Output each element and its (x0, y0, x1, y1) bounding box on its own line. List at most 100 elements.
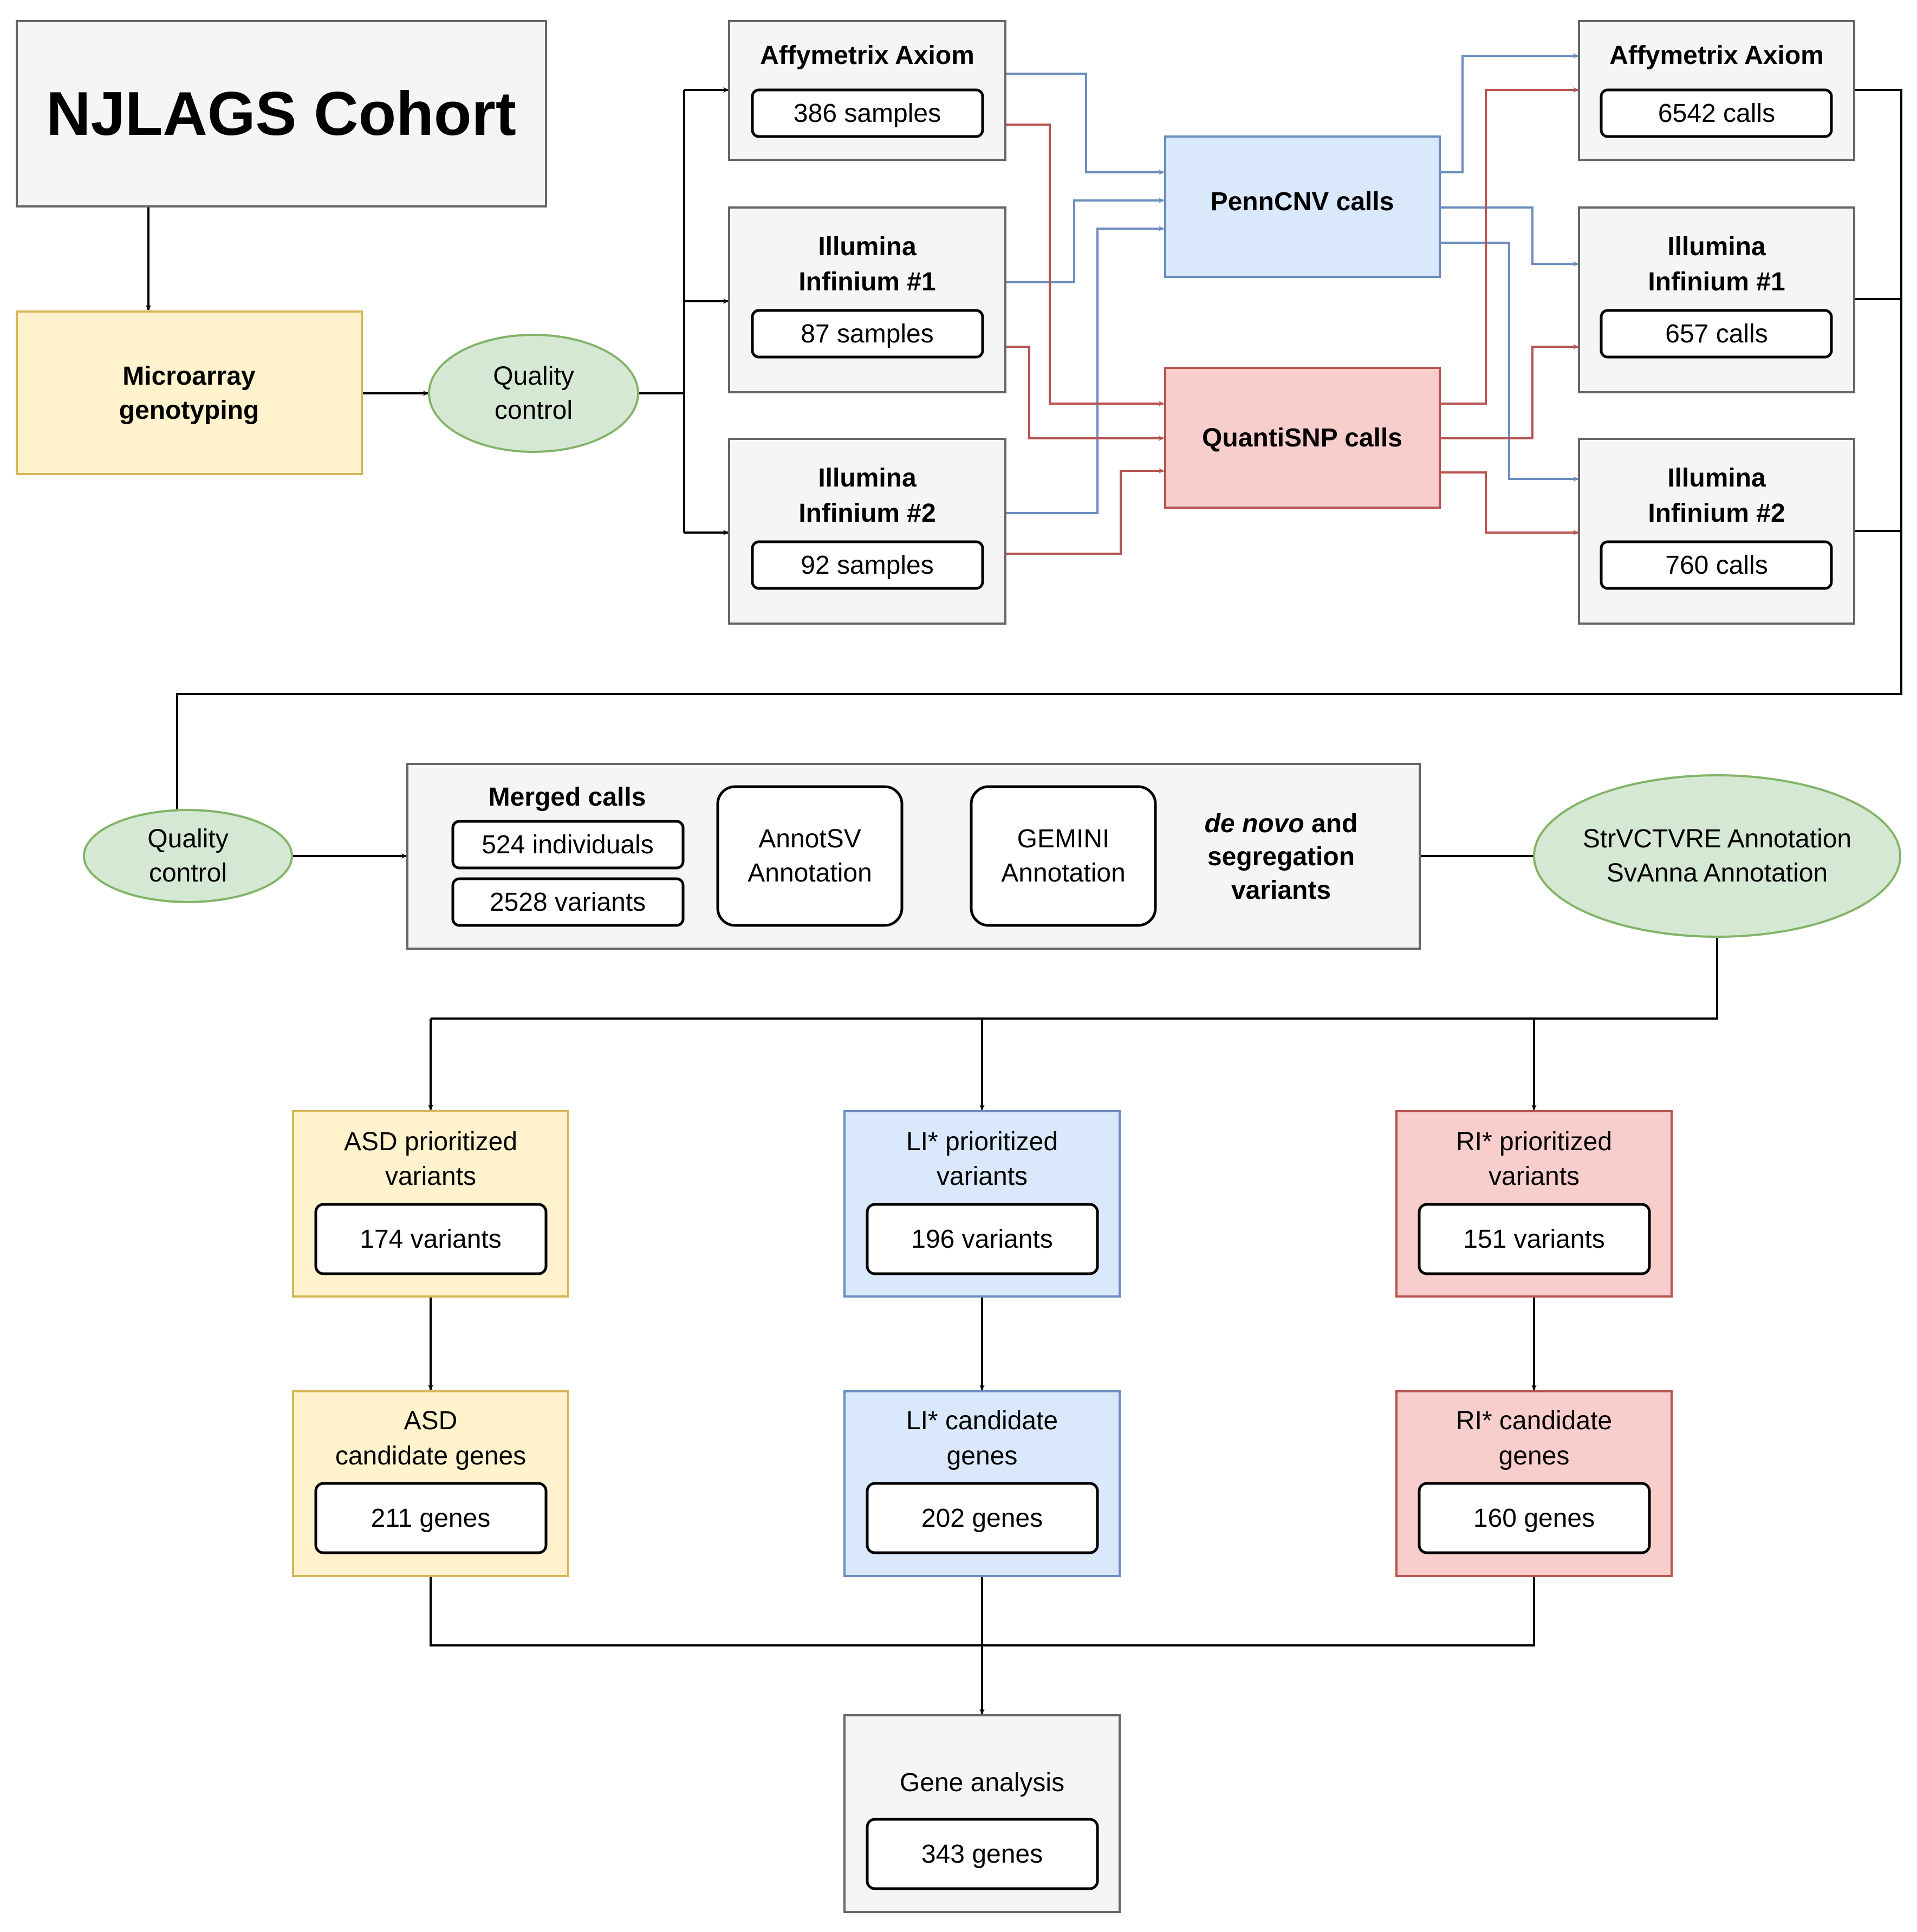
genotyping-box: Microarray genotyping (16, 310, 363, 475)
variants-box (451, 877, 685, 927)
penncnv-label: PennCNV calls (1211, 187, 1394, 216)
gemini-box (970, 785, 1157, 927)
callset-name-line1: Illumina (1667, 232, 1766, 261)
li-prioritized-count: 196 variants (911, 1225, 1053, 1254)
arrow-affy-to-quantisnp (1006, 124, 1164, 406)
platform-samples: 87 samples (801, 320, 933, 348)
strvctvre-shape (1533, 774, 1901, 938)
quality-control-1: Quality control (428, 334, 639, 453)
denovo-line1: de novo and (1205, 809, 1358, 838)
asd-candidates-line2: candidate genes (335, 1442, 526, 1470)
callset-count-box (1600, 88, 1833, 138)
quality-control-2-shape (83, 809, 293, 903)
platform-name: Affymetrix Axiom (760, 41, 974, 70)
cohort-box-shape (16, 20, 547, 208)
strvctvre-line1: StrVCTVRE Annotation (1583, 825, 1851, 853)
platform-count-box (751, 540, 984, 590)
platform-count-box (751, 309, 984, 359)
gene-analysis-title: Gene analysis (900, 1768, 1064, 1797)
quality-control-1-line2: control (495, 396, 573, 425)
arrow-illumina1-to-penncnv (1006, 198, 1164, 283)
ri-candidates-count-box (1418, 1482, 1651, 1554)
ri-prioritized-line2: variants (1489, 1162, 1580, 1191)
cohort-box: NJLAGS Cohort (16, 20, 547, 208)
quantisnp-box-shape (1164, 367, 1441, 509)
platform-count-box (751, 88, 984, 138)
platform-affymetrix: Affymetrix Axiom 386 samples (728, 20, 1006, 161)
ri-prioritized: RI* prioritized variants 151 variants (1395, 1110, 1673, 1298)
gene-analysis: Gene analysis 343 genes (843, 1714, 1121, 1913)
genotyping-line1: Microarray (122, 362, 256, 391)
arrow-quantisnp-to-illumina2-calls (1440, 471, 1578, 535)
penncnv-box-shape (1164, 135, 1441, 278)
li-candidates-line1: LI* candidate (906, 1406, 1058, 1435)
genotyping-line2: genotyping (119, 396, 259, 425)
denovo-line2: segregation (1207, 842, 1355, 871)
denovo-rest: and (1304, 809, 1358, 838)
callset-name-line2: Infinium #2 (1648, 499, 1785, 528)
ri-candidates-count: 160 genes (1473, 1504, 1595, 1533)
li-prioritized-count-box (866, 1203, 1099, 1275)
li-candidates: LI* candidate genes 202 genes (843, 1390, 1121, 1577)
quality-control-2-line2: control (149, 859, 227, 887)
merged-calls-box: Merged calls 524 individuals 2528 varian… (406, 763, 1421, 950)
quality-control-1-line1: Quality (493, 362, 574, 391)
gemini-line2: Annotation (1001, 859, 1126, 887)
asd-candidates-line1: ASD (404, 1406, 458, 1435)
callset-box-shape (1578, 438, 1855, 625)
callset-name-line2: Infinium #1 (1648, 268, 1785, 296)
asd-prioritized-count-box (314, 1203, 548, 1275)
callset-count-box (1600, 540, 1833, 590)
arrow-qc-to-platforms (639, 89, 728, 534)
quantisnp-label: QuantiSNP calls (1202, 424, 1402, 452)
platform-illumina-1: Illumina Infinium #1 87 samples (728, 206, 1006, 393)
quality-control-2: Quality control (83, 809, 293, 903)
line-candidates-merge (430, 1577, 1535, 1646)
callset-name: Affymetrix Axiom (1609, 41, 1824, 70)
li-prioritized-line2: variants (937, 1162, 1028, 1191)
asd-candidates: ASD candidate genes 211 genes (292, 1390, 569, 1577)
li-prioritized: LI* prioritized variants 196 variants (843, 1110, 1121, 1298)
arrow-quantisnp-to-affy-calls (1440, 87, 1578, 405)
variants-count: 2528 variants (490, 888, 646, 917)
arrow-illumina1-to-quantisnp (1006, 346, 1164, 441)
asd-prioritized-line2: variants (385, 1162, 476, 1191)
ri-candidates: RI* candidate genes 160 genes (1395, 1390, 1673, 1577)
platform-name-line2: Infinium #1 (798, 268, 935, 296)
asd-prioritized-count: 174 variants (360, 1225, 502, 1254)
arrow-illumina2-to-quantisnp (1006, 468, 1164, 555)
denovo-italic: de novo (1205, 809, 1304, 838)
callset-calls: 760 calls (1665, 551, 1767, 580)
ri-prioritized-line1: RI* prioritized (1456, 1127, 1612, 1156)
callset-count-box (1600, 309, 1833, 359)
penncnv-box: PennCNV calls (1164, 135, 1441, 278)
cohort-title: NJLAGS Cohort (46, 80, 516, 148)
annotsv-line1: AnnotSV (758, 825, 861, 853)
quality-control-1-shape (428, 334, 639, 453)
ri-candidates-line2: genes (1499, 1442, 1570, 1470)
platform-samples: 386 samples (794, 99, 941, 128)
annotsv-line2: Annotation (748, 859, 872, 887)
li-candidates-count-box (866, 1482, 1099, 1554)
asd-candidates-count: 211 genes (371, 1504, 491, 1533)
callset-affymetrix: Affymetrix Axiom 6542 calls (1578, 20, 1855, 161)
line-calls-to-qc (176, 89, 1902, 810)
merged-calls-title: Merged calls (489, 783, 646, 812)
callset-box-shape (1578, 206, 1855, 393)
arrow-illumina2-to-penncnv (1006, 226, 1164, 514)
platform-box-shape (728, 438, 1006, 625)
ri-prioritized-count: 151 variants (1463, 1225, 1605, 1254)
individuals-box (451, 820, 685, 870)
callset-illumina-1: Illumina Infinium #1 657 calls (1578, 206, 1855, 393)
li-candidates-count: 202 genes (921, 1504, 1043, 1533)
arrow-quantisnp-to-illumina1-calls (1440, 344, 1578, 439)
genotyping-box-shape (16, 310, 363, 475)
platform-samples: 92 samples (801, 551, 933, 580)
gene-analysis-count: 343 genes (921, 1840, 1043, 1869)
annotsv-box (716, 785, 904, 927)
gene-analysis-count-box (866, 1818, 1099, 1890)
line-strvctvre-branch (431, 938, 1718, 1020)
asd-candidates-count-box (314, 1482, 548, 1554)
denovo-line3: variants (1231, 876, 1331, 905)
